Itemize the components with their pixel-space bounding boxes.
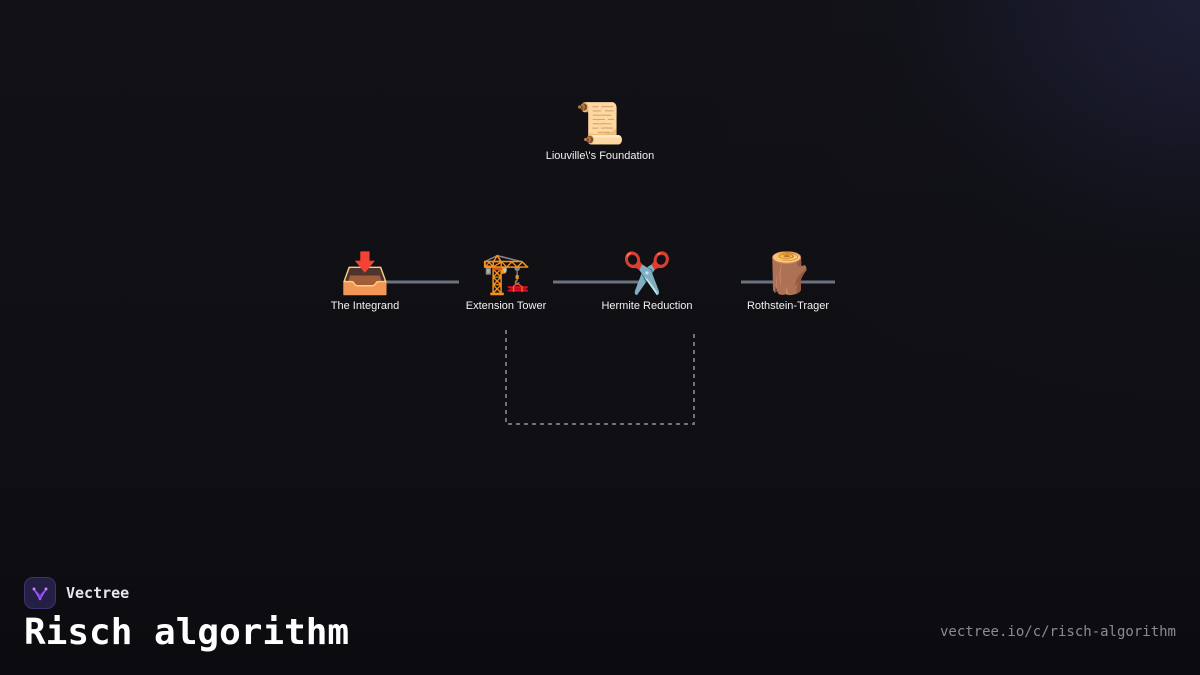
page-title: Risch algorithm	[24, 612, 350, 653]
node-label: Liouville\'s Foundation	[545, 150, 655, 162]
page-url[interactable]: vectree.io/c/risch-algorithm	[939, 624, 1176, 640]
vectree-logo-icon	[24, 577, 56, 609]
node-label: Hermite Reduction	[601, 300, 693, 312]
node-hermite[interactable]: ✂️ Hermite Reduction	[562, 250, 732, 312]
log-wood-icon: 🪵	[763, 251, 813, 297]
node-label: Rothstein-Trager	[746, 300, 830, 312]
node-label: Extension Tower	[465, 300, 547, 312]
node-extension[interactable]: 🏗️ Extension Tower	[421, 250, 591, 312]
crane-icon: 🏗️	[481, 251, 531, 297]
scissors-icon: ✂️	[622, 251, 672, 297]
inbox-tray-icon: 📥	[340, 251, 390, 297]
scroll-icon: 📜	[575, 101, 625, 147]
brand[interactable]: Vectree	[24, 577, 129, 609]
node-foundation[interactable]: 📜 Liouville\'s Foundation	[515, 100, 685, 162]
node-integrand[interactable]: 📥 The Integrand	[280, 250, 450, 312]
edge-extension-hermite-dashed	[505, 330, 695, 425]
node-rothstein[interactable]: 🪵 Rothstein-Trager	[703, 250, 873, 312]
brand-name: Vectree	[66, 584, 130, 602]
node-label: The Integrand	[330, 300, 400, 312]
